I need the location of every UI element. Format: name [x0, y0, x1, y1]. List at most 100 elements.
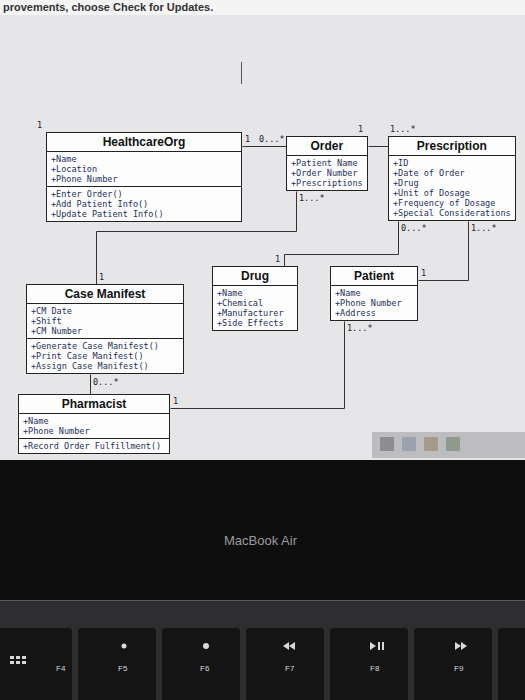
class-name: Pharmacist: [25, 397, 163, 411]
class-member: +Chemical: [217, 298, 293, 308]
class-member: +Add Patient Info(): [51, 199, 237, 209]
class-member-compartment: +Name+Phone Number+Address: [331, 285, 417, 320]
dock: [372, 432, 525, 458]
laptop-brand: MacBook Air: [224, 533, 297, 548]
class-member: +Print Case Manifest(): [31, 351, 179, 361]
class-name-compartment: Order: [287, 137, 367, 155]
class-member: +Assign Case Manifest(): [31, 361, 179, 371]
class-member: +Prescriptions: [291, 178, 363, 188]
class-name: Patient: [337, 269, 411, 283]
class-member: +Phone Number: [51, 174, 237, 184]
bezel: [0, 460, 525, 600]
multiplicity: 1: [173, 396, 178, 406]
multiplicity: 1: [245, 134, 250, 144]
class-member: +Location: [51, 164, 237, 174]
class-member-compartment: +Patient Name+Order Number+Prescriptions: [287, 155, 367, 190]
class-member: +Enter Order(): [51, 189, 237, 199]
association-line: [285, 222, 399, 267]
class-member: +Side Effects: [217, 318, 293, 328]
key-label: F4: [56, 664, 65, 674]
class-member-compartment: +Record Order Fulfillment(): [19, 438, 169, 453]
class-name-compartment: Prescription: [389, 137, 515, 155]
class-name: Drug: [219, 269, 291, 283]
key-label: F6: [200, 664, 209, 674]
class-name-compartment: Drug: [213, 267, 297, 285]
class-member-compartment: +Name+Phone Number: [19, 413, 169, 438]
class-member: +Special Considerations: [393, 208, 511, 218]
class-member: +Address: [335, 308, 413, 318]
class-member: +Phone Number: [23, 426, 165, 436]
dock-icon: [424, 437, 438, 451]
class-name-compartment: Pharmacist: [19, 395, 169, 413]
text-cursor: [241, 62, 242, 84]
dock-icon: [402, 437, 416, 451]
class-name-compartment: HealthcareOrg: [47, 133, 241, 151]
key-label: F8: [370, 664, 379, 674]
class-member: +CM Date: [31, 306, 179, 316]
association-line: [369, 146, 389, 147]
multiplicity: 1: [421, 268, 426, 278]
class-member: +Record Order Fulfillment(): [23, 441, 165, 451]
class-member: +Name: [217, 288, 293, 298]
uml-class-box: Pharmacist +Name+Phone Number +Record Orde…: [18, 394, 170, 454]
key-icons: [10, 642, 467, 664]
class-name: Order: [293, 139, 361, 153]
class-member: +ID: [393, 158, 511, 168]
class-name-compartment: Patient: [331, 267, 417, 285]
class-member: +Patient Name: [291, 158, 363, 168]
class-member: +Name: [23, 416, 165, 426]
dock-icon: [380, 437, 394, 451]
class-member: +Shift: [31, 316, 179, 326]
class-member-compartment: +Name+Location+Phone Number: [47, 151, 241, 186]
class-name-compartment: Case Manifest: [27, 285, 183, 303]
multiplicity: 1...*: [299, 193, 325, 203]
uml-class-box: Case Manifest+CM Date+Shift+CM Number+Ge…: [26, 284, 184, 374]
class-member: +CM Number: [31, 326, 179, 336]
class-member-compartment: +ID+Date of Order+Drug+Unit of Dosage+Fr…: [389, 155, 515, 220]
class-name: HealthcareOrg: [53, 135, 235, 149]
key-label: F7: [285, 664, 294, 674]
multiplicity: 1: [37, 120, 42, 130]
multiplicity: 1: [358, 124, 363, 134]
class-member: +Order Number: [291, 168, 363, 178]
class-member: +Update Patient Info(): [51, 209, 237, 219]
multiplicity: 1...*: [347, 323, 373, 333]
multiplicity: 1: [275, 254, 280, 264]
uml-class-box: Order +Patient Name+Order Number+Prescrip…: [286, 136, 368, 191]
class-member: +Manufacturer: [217, 308, 293, 318]
association-line: [171, 322, 345, 409]
class-member: +Phone Number: [335, 298, 413, 308]
multiplicity: 1: [99, 272, 104, 282]
multiplicity: 0...*: [401, 223, 427, 233]
screen: [0, 0, 525, 460]
class-member: +Generate Case Manifest(): [31, 341, 179, 351]
class-member-compartment: +CM Date+Shift+CM Number: [27, 303, 183, 338]
multiplicity: 0...*: [93, 377, 119, 387]
class-member-compartment: +Name+Chemical+Manufacturer+Side Effects: [213, 285, 297, 330]
uml-class-box: HealthcareOrg +Name+Location+Phone Number…: [46, 132, 242, 222]
uml-class-box: Patient +Name+Phone Number+Address: [330, 266, 418, 321]
multiplicity: 0...*: [259, 134, 285, 144]
class-member-compartment: +Enter Order()+Add Patient Info()+Update…: [47, 186, 241, 221]
class-member: +Unit of Dosage: [393, 188, 511, 198]
uml-class-box: Drug +Name+Chemical+Manufacturer+Side Eff…: [212, 266, 298, 331]
class-member-compartment: +Generate Case Manifest()+Print Case Man…: [27, 338, 183, 373]
class-member: +Frequency of Dosage: [393, 198, 511, 208]
class-member: +Name: [335, 288, 413, 298]
class-member: +Drug: [393, 178, 511, 188]
association-line: [90, 375, 91, 395]
multiplicity: 1...*: [390, 124, 416, 134]
association-line: [243, 146, 287, 147]
dock-icon: [446, 437, 460, 451]
key-label: F9: [454, 664, 463, 674]
key-label: F5: [118, 664, 127, 674]
menu-strip: [0, 0, 525, 15]
screen-notice: provements, choose Check for Updates.: [3, 1, 213, 14]
class-member: +Date of Order: [393, 168, 511, 178]
class-name: Prescription: [395, 139, 509, 153]
class-member: +Name: [51, 154, 237, 164]
uml-class-box: Prescription +ID+Date of Order+Drug+Unit …: [388, 136, 516, 221]
multiplicity: 1...*: [471, 223, 497, 233]
hinge-line: [0, 600, 525, 601]
